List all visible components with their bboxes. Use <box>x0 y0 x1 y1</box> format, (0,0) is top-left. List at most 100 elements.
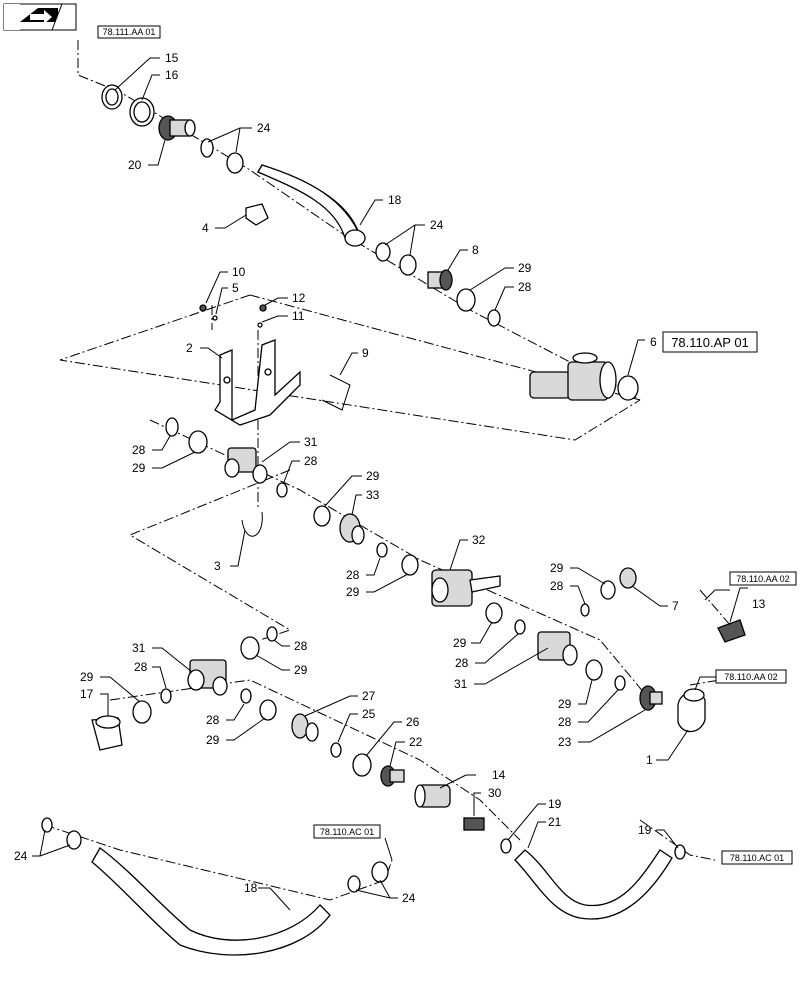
callout-17: 17 <box>80 687 94 701</box>
part-19-clamp-b <box>674 844 686 860</box>
ref-box-d[interactable]: 78.110.AA 02 <box>715 669 787 684</box>
callout-28c: 28 <box>132 443 146 457</box>
svg-text:78.110.AC 01: 78.110.AC 01 <box>730 853 784 863</box>
part-1-elbow <box>677 688 706 733</box>
callout-4: 4 <box>202 221 209 235</box>
part-14-coupler <box>414 784 451 808</box>
part-31-tee-mid <box>224 447 268 484</box>
callout-24c: 24 <box>14 849 28 863</box>
callout-28i: 28 <box>294 639 308 653</box>
part-10-bolt <box>199 304 207 312</box>
ref-box-f[interactable]: 78.110.AC 01 <box>721 850 793 865</box>
callout-29e: 29 <box>346 585 360 599</box>
part-6-valve <box>529 352 639 401</box>
part-24-clamps-bottom-right <box>347 861 389 893</box>
part-28-clamp-mid <box>276 482 288 498</box>
callout-14: 14 <box>492 768 506 782</box>
callout-28: 28 <box>518 280 532 294</box>
part-2-bracket <box>214 339 301 426</box>
part-28-29-lower-left <box>132 688 172 724</box>
part-29-clamp-mid-left <box>188 430 208 454</box>
part-24-clamps-top <box>200 138 244 174</box>
part-13-cap <box>717 619 746 643</box>
callout-29c: 29 <box>132 461 146 475</box>
ref-box-a[interactable]: 78.111.AA 01 <box>97 25 161 39</box>
callout-29d: 29 <box>366 469 380 483</box>
part-19-clamp-a <box>500 838 512 854</box>
part-24-clamps-bottom-left <box>41 817 82 850</box>
callout-9: 9 <box>362 346 369 360</box>
callout-23: 23 <box>558 735 572 749</box>
part-28-clamp-top <box>487 309 501 327</box>
callout-18b: 18 <box>244 881 258 895</box>
part-8-nipple <box>427 269 453 291</box>
part-28-clamp-32 <box>376 542 388 558</box>
part-4-clip <box>245 203 269 226</box>
callout-29h: 29 <box>294 663 308 677</box>
callout-10: 10 <box>232 265 246 279</box>
callout-31c: 31 <box>132 641 146 655</box>
part-18-hose-bottom <box>91 847 331 956</box>
callout-19: 19 <box>548 797 562 811</box>
callout-21: 21 <box>548 815 562 829</box>
part-28-clamp-mid-left <box>165 417 179 437</box>
part-20-fitting <box>158 115 196 141</box>
part-11-washer <box>257 322 263 328</box>
svg-text:78.110.AA 02: 78.110.AA 02 <box>724 672 777 682</box>
callout-28d: 28 <box>304 454 318 468</box>
callout-5: 5 <box>232 281 239 295</box>
part-29-clamp-32 <box>401 554 419 576</box>
part-33-coupler <box>339 513 365 545</box>
callout-31b: 31 <box>454 677 468 691</box>
callout-6: 6 <box>650 335 657 349</box>
part-21-hose <box>514 849 673 920</box>
part-9-u-bolt <box>321 374 351 411</box>
part-28-29-lower-top <box>240 626 278 660</box>
callout-28h: 28 <box>134 660 148 674</box>
callout-13: 13 <box>752 597 766 611</box>
callout-12: 12 <box>292 291 306 305</box>
callout-11: 11 <box>292 309 305 323</box>
svg-text:78.110.AC 01: 78.110.AC 01 <box>320 827 374 837</box>
part-24-clamps-mid <box>375 242 417 276</box>
callout-19b: 19 <box>638 823 652 837</box>
svg-text:78.110.AP 01: 78.110.AP 01 <box>671 335 749 350</box>
ref-box-e[interactable]: 78.110.AC 01 <box>313 824 381 839</box>
callout-25: 25 <box>362 707 376 721</box>
callout-33: 33 <box>366 488 380 502</box>
part-31-tee-right <box>537 631 578 666</box>
part-16-clamp <box>129 97 155 127</box>
callout-16: 16 <box>165 68 179 82</box>
callout-24b: 24 <box>430 218 444 232</box>
callout-29: 29 <box>518 261 532 275</box>
callout-1: 1 <box>646 753 653 767</box>
part-29-clamp-31b <box>485 602 503 624</box>
ref-box-b[interactable]: 78.110.AP 01 <box>662 331 758 353</box>
callout-30: 30 <box>488 786 502 800</box>
callout-32: 32 <box>472 533 486 547</box>
book-arrow-icon[interactable] <box>3 3 77 31</box>
callout-28f: 28 <box>455 656 469 670</box>
part-18-hose-top <box>257 164 366 247</box>
part-29-clamp-top <box>456 288 476 312</box>
ref-box-c[interactable]: 78.110.AA 02 <box>729 571 797 586</box>
callout-29j: 29 <box>206 733 220 747</box>
callout-3: 3 <box>214 559 221 573</box>
part-12-bolt <box>259 304 267 312</box>
callout-18: 18 <box>388 193 402 207</box>
part-3-u-bolt <box>241 511 263 537</box>
part-29-28-right <box>585 659 626 691</box>
part-29-28-7-clamps <box>580 567 637 617</box>
callout-29i: 29 <box>80 670 94 684</box>
callout-20: 20 <box>128 158 142 172</box>
part-5-washer <box>212 315 218 321</box>
part-29-clamp-33 <box>313 505 331 527</box>
part-27-coupler <box>291 713 319 742</box>
part-17-elbow <box>91 715 123 751</box>
callout-7: 7 <box>672 599 679 613</box>
callout-22: 22 <box>409 735 423 749</box>
part-25-clamp <box>330 742 342 758</box>
callout-28g: 28 <box>550 579 564 593</box>
callout-8: 8 <box>472 243 479 257</box>
